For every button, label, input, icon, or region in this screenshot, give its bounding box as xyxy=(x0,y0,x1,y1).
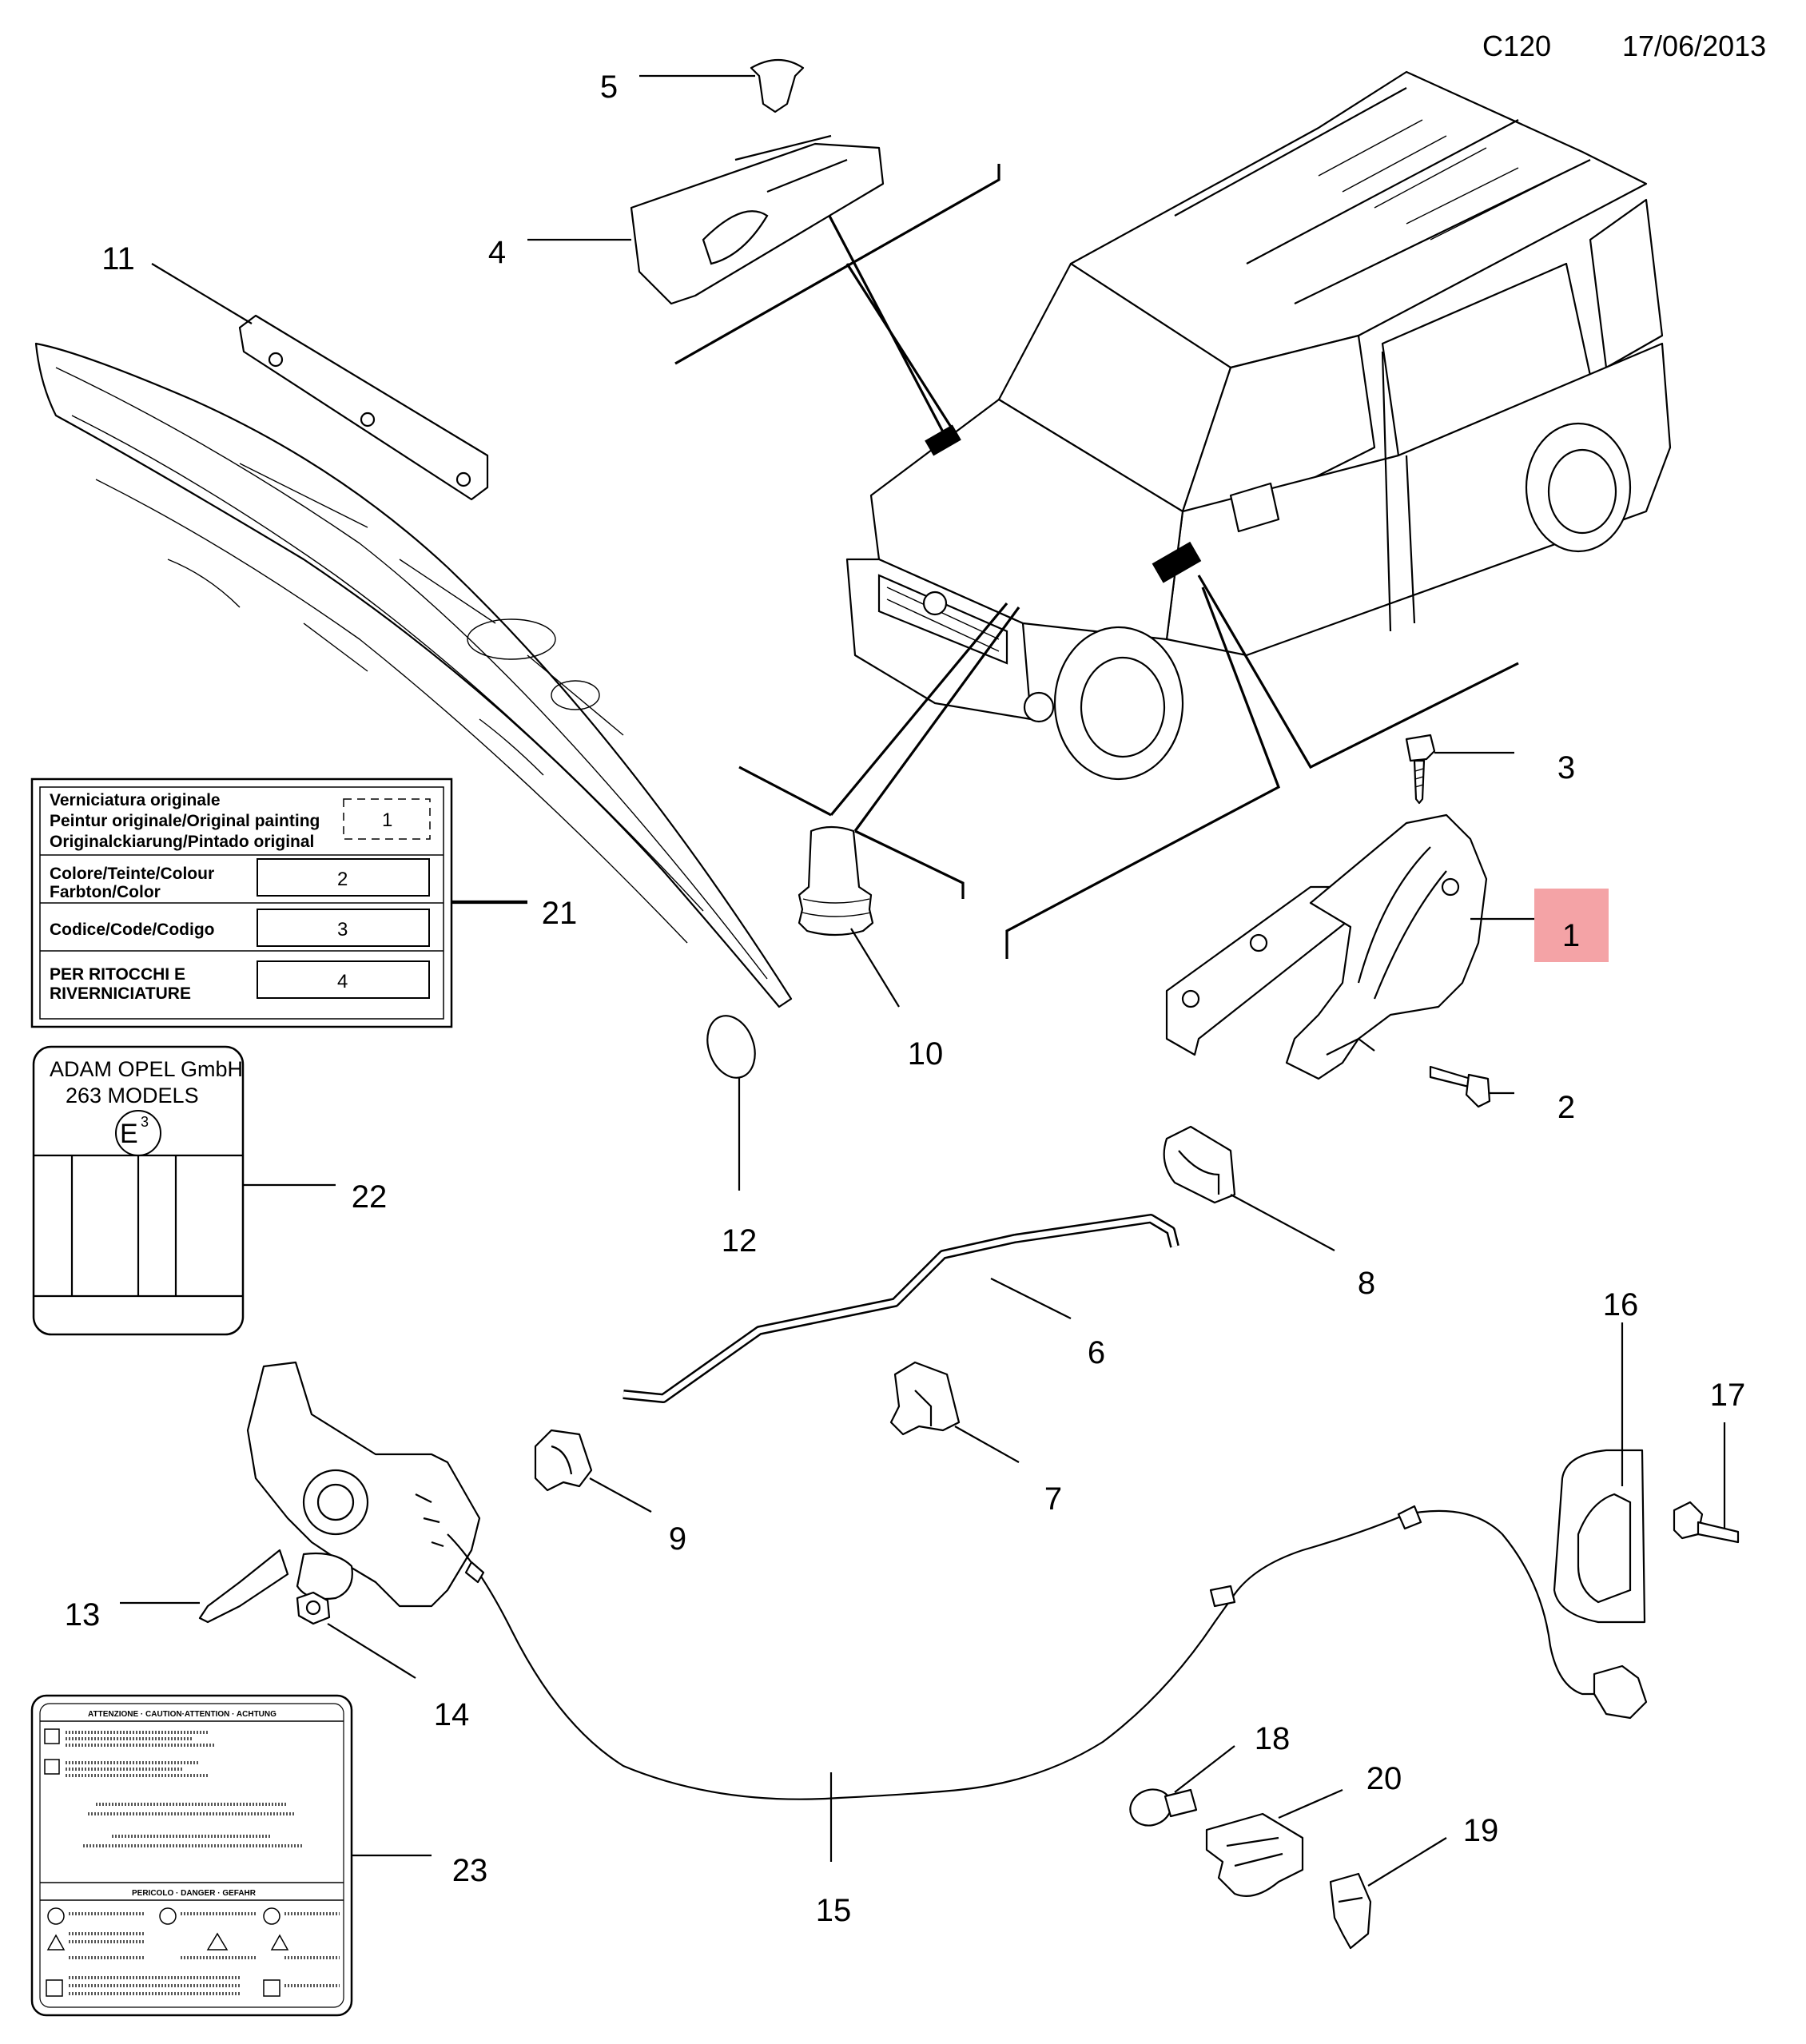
callout-11: 11 xyxy=(101,241,135,276)
part-10-bump-stop xyxy=(798,825,900,1008)
part-21-paint-label: Verniciatura originale Peintur originale… xyxy=(30,777,527,1028)
paint-label-box-4: 4 xyxy=(337,971,348,992)
model-label-line1: ADAM OPEL GmbH xyxy=(50,1057,243,1081)
callout-13: 13 xyxy=(65,1597,101,1632)
part-15-cable xyxy=(447,1505,1648,1862)
part-11-seal xyxy=(151,263,489,501)
part-17-bolt xyxy=(1673,1422,1740,1544)
part-19-clip xyxy=(1329,1837,1447,1950)
part-5-clip xyxy=(639,59,805,113)
paint-label-row1-line1: Verniciatura originale xyxy=(50,791,221,809)
paint-label-row2-line2: Farbton/Color xyxy=(50,883,161,901)
callout-17: 17 xyxy=(1710,1378,1746,1413)
part-14-nut xyxy=(296,1591,416,1679)
part-13-latch xyxy=(120,1361,481,1624)
part-18-ring-clip xyxy=(1129,1745,1235,1827)
part-1-hinge xyxy=(1165,813,1538,1080)
callout-5: 5 xyxy=(600,70,618,105)
diagram-code: C120 xyxy=(1482,30,1551,62)
paint-label-row1-line2: Peintur originale/Original painting xyxy=(50,812,320,830)
callout-1: 1 xyxy=(1562,918,1580,953)
callout-19: 19 xyxy=(1463,1813,1499,1848)
part-2-bolt xyxy=(1429,1065,1514,1108)
paint-label-row2-line1: Colore/Teinte/Colour xyxy=(50,865,214,883)
part-21-hood xyxy=(34,342,793,1008)
callout-23: 23 xyxy=(452,1853,488,1888)
diagram-date: 17/06/2013 xyxy=(1622,30,1766,62)
callout-3: 3 xyxy=(1557,750,1575,785)
callout-6: 6 xyxy=(1088,1335,1105,1370)
callout-8: 8 xyxy=(1358,1266,1375,1301)
callout-7: 7 xyxy=(1044,1481,1062,1517)
callout-15: 15 xyxy=(816,1893,852,1928)
callout-18: 18 xyxy=(1255,1721,1291,1756)
callout-9: 9 xyxy=(669,1521,686,1557)
part-6-rod xyxy=(623,1214,1179,1403)
callout-12: 12 xyxy=(722,1223,758,1259)
paint-label-row1-line3: Originalckiarung/Pintado original xyxy=(50,833,314,851)
part-20-clip xyxy=(1205,1788,1343,1897)
warning-label-top-heading: ATTENZIONE · CAUTION·ATTENTION · ACHTUNG xyxy=(88,1710,276,1719)
callout-21: 21 xyxy=(542,896,578,931)
detail-frames xyxy=(674,164,1519,959)
paint-label-box-1: 1 xyxy=(382,809,392,831)
part-23-warning-label: ATTENZIONE · CAUTION·ATTENTION · ACHTUNG… xyxy=(30,1694,432,2017)
model-label-line2: 263 MODELS xyxy=(66,1084,199,1107)
model-label-e-mark-sup: 3 xyxy=(141,1114,149,1130)
callout-20: 20 xyxy=(1366,1761,1402,1796)
part-4-bracket xyxy=(527,134,885,305)
warning-label-bottom-heading: PERICOLO · DANGER · GEFAHR xyxy=(132,1889,257,1898)
vehicle-illustration xyxy=(845,70,1672,781)
callout-10: 10 xyxy=(908,1036,944,1072)
paint-label-box-3: 3 xyxy=(337,919,348,940)
part-22-model-label: ADAM OPEL GmbH 263 MODELS E 3 xyxy=(32,1045,336,1336)
paint-label-box-2: 2 xyxy=(337,869,348,890)
part-3-bolt xyxy=(1405,734,1514,805)
paint-label-row4-line1: PER RITOCCHI E xyxy=(50,965,185,984)
callout-22: 22 xyxy=(352,1179,388,1215)
part-9-clip xyxy=(534,1429,652,1513)
callout-16: 16 xyxy=(1603,1287,1639,1322)
part-16-handle xyxy=(1553,1322,1646,1624)
part-8-clip xyxy=(1163,1125,1335,1251)
part-7-clip xyxy=(889,1361,1020,1463)
callout-14: 14 xyxy=(434,1697,470,1732)
paint-label-row3-line1: Codice/Code/Codigo xyxy=(50,921,215,939)
callout-2: 2 xyxy=(1557,1090,1575,1125)
callout-4: 4 xyxy=(488,235,506,270)
part-12-plug xyxy=(706,1015,756,1191)
paint-label-row4-line2: RIVERNICIATURE xyxy=(50,984,191,1003)
callout-1-highlight xyxy=(1534,889,1609,962)
model-label-e-mark: E xyxy=(120,1119,138,1149)
